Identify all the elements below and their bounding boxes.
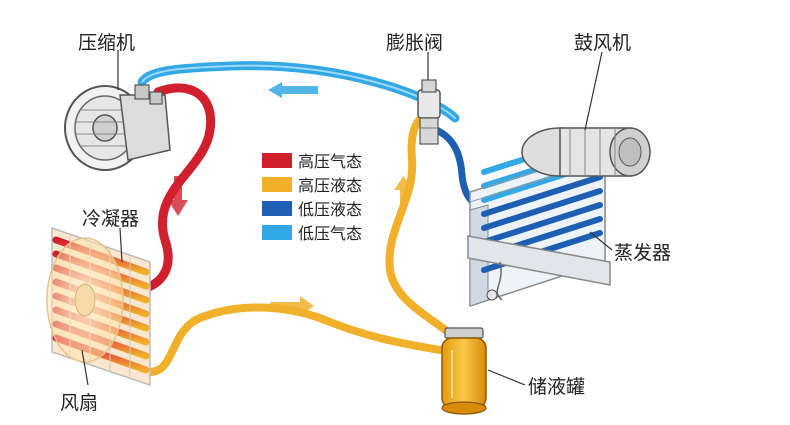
expansion-valve xyxy=(417,79,441,145)
high-pressure-liquid-line-return xyxy=(385,114,466,349)
legend-label: 低压液态 xyxy=(298,200,363,219)
label-fan: 风扇 xyxy=(60,392,99,414)
legend-item: 高压气态 xyxy=(262,148,362,172)
legend-swatch xyxy=(262,152,292,168)
legend-swatch xyxy=(262,224,292,240)
label-evaporator: 蒸发器 xyxy=(614,242,672,264)
legend-swatch xyxy=(262,176,292,192)
label-blower: 鼓风机 xyxy=(574,32,632,54)
legend: 高压气态 高压液态 低压液态 低压气态 xyxy=(262,148,362,244)
legend-item: 低压液态 xyxy=(262,196,362,220)
label-receiver-drier: 储液罐 xyxy=(528,376,586,398)
label-expansion-valve: 膨胀阀 xyxy=(386,32,444,54)
flow-arrow-left-icon xyxy=(268,82,318,98)
legend-label: 高压液态 xyxy=(298,176,363,195)
legend-item: 低压气态 xyxy=(262,220,362,244)
receiver-drier xyxy=(441,327,487,415)
legend-swatch xyxy=(262,200,292,216)
label-condenser: 冷凝器 xyxy=(82,208,140,230)
flow-arrow-down-icon xyxy=(168,176,188,216)
legend-item: 高压液态 xyxy=(262,172,362,196)
condenser xyxy=(46,226,151,387)
blower xyxy=(521,127,651,177)
leader-lines xyxy=(81,50,613,386)
compressor xyxy=(64,84,171,171)
high-pressure-liquid-line xyxy=(146,303,444,376)
flow-arrow-up-icon xyxy=(394,176,413,205)
high-pressure-gas-line xyxy=(135,83,216,295)
label-compressor: 压缩机 xyxy=(78,32,136,54)
legend-label: 高压气态 xyxy=(298,152,363,171)
legend-label: 低压气态 xyxy=(298,224,363,243)
flow-arrow-right-icon xyxy=(270,296,314,316)
